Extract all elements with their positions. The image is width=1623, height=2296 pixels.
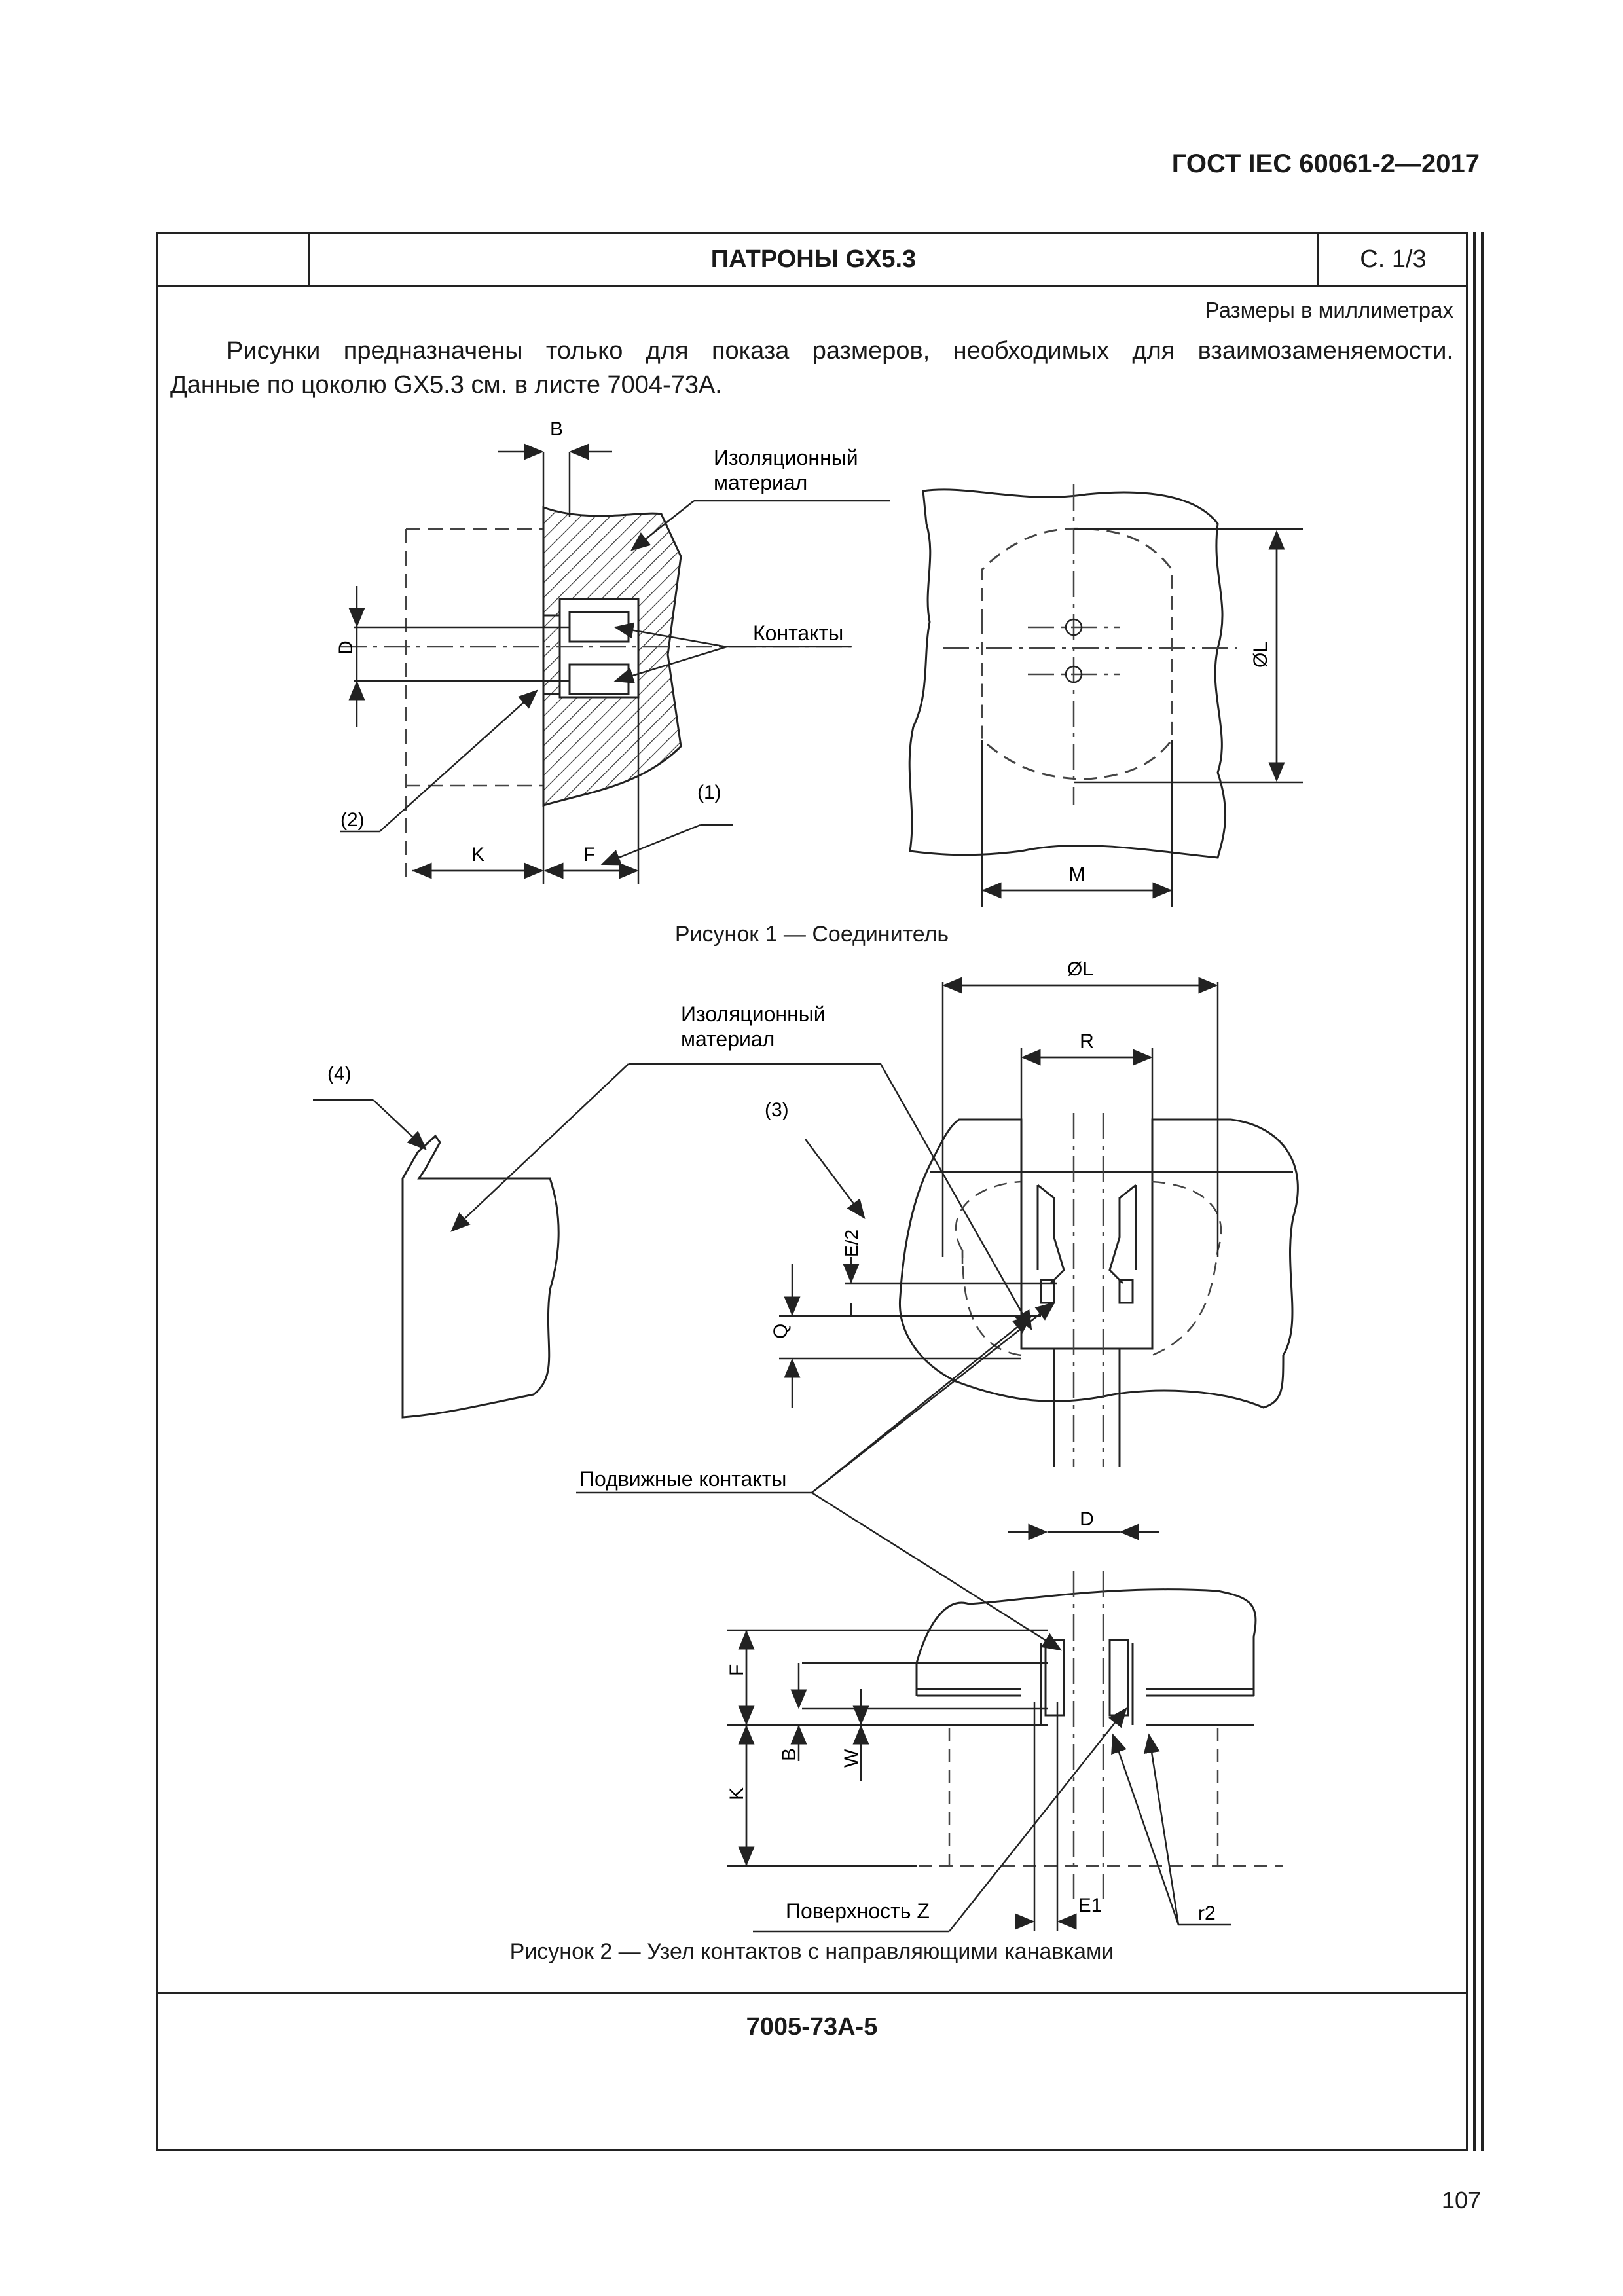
fig1-plan-dimensions	[981, 528, 1303, 907]
fig1-label-insulating: Изоляционный	[714, 446, 858, 469]
sheet-title: ПАТРОНЫ GX5.3	[310, 232, 1319, 286]
fig2-label-B: B	[778, 1748, 800, 1761]
binding-rail	[1481, 232, 1484, 2151]
title-divider	[156, 285, 1468, 287]
fig2-dimensions-top	[576, 977, 1219, 1651]
intro-paragraph: Рисунки предназначены только для показа …	[170, 334, 1453, 402]
fig2-label-K: K	[726, 1787, 748, 1800]
fig2-label-insulating-2: материал	[681, 1027, 775, 1051]
fig2-lower-dimensions	[727, 1629, 1231, 1933]
figure1-caption: Рисунок 1 — Соединитель	[674, 922, 949, 947]
fig2-centerlines	[1072, 1113, 1104, 1467]
fig2-label-note3: (3)	[765, 1099, 789, 1121]
sheet-code: 7005-73А-5	[746, 2013, 878, 2041]
title-block: ПАТРОНЫ GX5.3 С. 1/3	[156, 232, 1468, 286]
fig2-label-Q: Q	[770, 1324, 792, 1339]
fig1-plan-centerlines	[943, 484, 1237, 805]
fig2-leaders-left	[313, 1063, 1032, 1331]
standard-header: ГОСТ IEC 60061-2—2017	[1171, 149, 1480, 178]
fig1-dimensions	[340, 443, 890, 884]
fig2-label-note4: (4)	[327, 1063, 352, 1085]
intro-line-2: Данные по цоколю GX5.3 см. в листе 7004-…	[170, 371, 722, 399]
fig2-label-F: F	[726, 1664, 748, 1676]
fig2-label-E1: E1	[1078, 1895, 1103, 1916]
fig1-label-contacts: Контакты	[753, 621, 843, 645]
intro-line-1: Рисунки предназначены только для показа …	[227, 337, 1453, 365]
fig2-label-L: ØL	[1067, 958, 1093, 980]
fig2-label-surface: Поверхность Z	[786, 1899, 930, 1923]
fig2-lower-centerlines	[1072, 1571, 1104, 1899]
fig1-dashed-outline	[405, 528, 543, 877]
fig1-label-K: K	[471, 844, 484, 866]
fig2-side-part	[401, 1134, 560, 1419]
fig1-label-B: B	[550, 418, 563, 440]
figure2-caption: Рисунок 2 — Узел контактов с направляющи…	[509, 1939, 1114, 1964]
fig2-label-movable: Подвижные контакты	[579, 1467, 786, 1491]
fig2-dashed-ellipse	[955, 1180, 1222, 1357]
page-number: 107	[1441, 2187, 1481, 2214]
fig1-label-note2: (2)	[340, 809, 365, 831]
title-blank-cell	[156, 232, 310, 286]
fig2-label-r2: r2	[1198, 1903, 1216, 1924]
sheet-frame	[156, 232, 1468, 2151]
binding-rail	[1473, 232, 1476, 2151]
fig2-label-D: D	[1080, 1508, 1094, 1530]
units-note: Размеры в миллиметрах	[1205, 298, 1453, 322]
fig2-label-E2: E/2	[841, 1230, 862, 1257]
fig1-label-insulating-2: материал	[714, 471, 807, 494]
fig1-label-M: M	[1069, 864, 1085, 885]
fig2-label-W: W	[841, 1749, 862, 1768]
fig2-label-insulating: Изоляционный	[681, 1002, 826, 1026]
fig1-plan-view	[908, 488, 1227, 859]
fig1-plan-holes	[1065, 618, 1083, 683]
fig1-label-D: D	[335, 640, 357, 655]
fig1-connector-section	[542, 505, 682, 807]
fig2-lower-view	[915, 1588, 1257, 1726]
fig1-label-L: ØL	[1250, 642, 1271, 668]
fig1-label-F: F	[583, 844, 595, 866]
fig2-label-R: R	[1080, 1030, 1094, 1052]
fig2-lower-dashed	[730, 1728, 1283, 1867]
footer-divider	[156, 1992, 1468, 1994]
fig2-assembly	[898, 1118, 1299, 1467]
fig1-label-note1: (1)	[697, 782, 721, 803]
sheet-page: С. 1/3	[1360, 246, 1427, 273]
